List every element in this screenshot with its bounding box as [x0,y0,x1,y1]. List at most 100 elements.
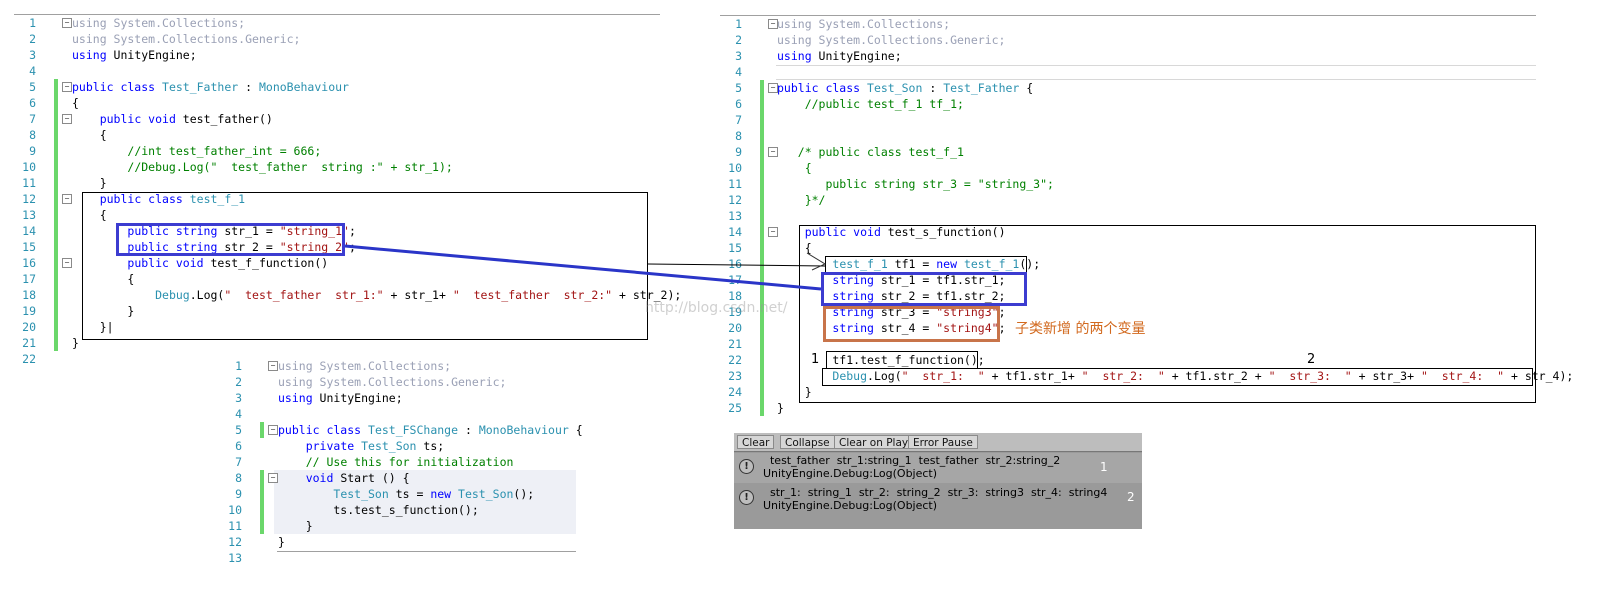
log-entry[interactable]: ! test_father str_1:string_1 test_father… [734,453,1142,483]
code-line[interactable]: 22 tf1.test_f_function(); [720,352,1536,368]
code-line[interactable]: 12} [220,534,576,550]
code-line[interactable]: 10 ts.test_s_function(); [220,502,576,518]
code-token: test_f_1 [832,257,888,271]
code-line[interactable]: 8 { [14,127,660,143]
code-line[interactable]: 4 [720,64,1536,80]
code-line[interactable]: 18 string str_2 = tf1.str_2; [720,288,1536,304]
line-number: 2 [735,33,742,47]
code-text: public class Test_Father : MonoBehaviour [72,79,349,95]
code-token: : [922,81,944,95]
line-number: 13 [22,208,36,222]
code-text: } [72,335,79,351]
clear-on-play-button[interactable]: Clear on Play [834,435,914,449]
code-text: } [278,534,285,550]
code-token: str_1 = [217,224,280,238]
fold-toggle-icon[interactable]: − [768,227,778,237]
code-line[interactable]: 11 } [14,175,660,191]
constructor-highlight-box [825,256,1027,273]
code-line[interactable]: 22 [14,351,660,367]
code-token: Debug [155,288,190,302]
code-line[interactable]: 4 [220,406,576,422]
code-token: } [72,176,107,190]
code-line[interactable]: 4 [14,63,660,79]
code-line[interactable]: 7 // Use this for initialization [220,454,576,470]
code-token: test_f_1 [189,192,246,206]
code-line[interactable]: 21} [14,335,660,351]
code-line[interactable]: 18 Debug.Log(" test_father str_1:" + str… [14,287,681,303]
fold-toggle-icon[interactable]: − [768,147,778,157]
code-line[interactable]: 24 } [720,384,1536,400]
fold-toggle-icon[interactable]: − [268,425,278,435]
code-line[interactable]: 6 //public test_f_1 tf_1; [720,96,1536,112]
collapse-button[interactable]: Collapse [780,435,835,449]
code-token: { [568,423,583,437]
code-line[interactable]: 16 public void test_f_function() [14,255,660,271]
code-line[interactable]: 11 } [220,518,576,534]
line-number: 16 [22,256,36,270]
code-line[interactable]: 13 [720,208,1536,224]
fold-toggle-icon[interactable]: − [768,83,778,93]
code-line[interactable]: 9 /* public class test_f_1 [720,144,1536,160]
code-text: } [72,303,134,319]
fold-toggle-icon[interactable]: − [62,194,72,204]
error-pause-button[interactable]: Error Pause [908,435,978,449]
code-line[interactable]: 10 //Debug.Log(" test_father string :" +… [14,159,660,175]
code-line[interactable]: 8 [720,128,1536,144]
code-line[interactable]: 10 { [720,160,1536,176]
code-token: str_2 = [217,240,280,254]
code-line[interactable]: 11 public string str_3 = "string_3"; [720,176,1536,192]
code-line[interactable]: 21 [720,336,1536,352]
code-line[interactable]: 14 public void test_s_function() [720,224,1536,240]
code-line[interactable]: 20 }| [14,319,660,335]
fold-toggle-icon[interactable]: − [268,473,278,483]
code-line[interactable]: 20 string str_4 = "string4"; [720,320,1536,336]
log-entry[interactable]: ! str_1: string_1 str_2: string_2 str_3:… [734,484,1142,514]
code-line[interactable]: 6 private Test_Son ts; [220,438,576,454]
fold-toggle-icon[interactable]: − [62,82,72,92]
code-line[interactable]: 17 string str_1 = tf1.str_1; [720,272,1536,288]
fold-toggle-icon[interactable]: − [268,361,278,371]
fold-toggle-icon[interactable]: − [62,18,72,28]
line-number: 22 [22,352,36,366]
code-line[interactable]: 13 { [14,207,660,223]
fold-toggle-icon[interactable]: − [768,19,778,29]
code-line[interactable]: 6{ [14,95,660,111]
code-line[interactable]: 8 void Start () { [220,470,576,486]
fold-toggle-icon[interactable]: − [62,258,72,268]
code-text: } [777,400,784,416]
code-line[interactable]: 9 //int test_father_int = 666; [14,143,660,159]
code-line[interactable]: 19 } [14,303,660,319]
code-line[interactable]: 12 }*/ [720,192,1536,208]
fold-toggle-icon[interactable]: − [62,114,72,124]
code-text: public class test_f_1 [72,191,245,207]
line-number: 14 [728,225,742,239]
code-line[interactable]: 15 public string str_2 = "string_2"; [14,239,660,255]
code-line[interactable]: 13 [220,550,576,566]
clear-button[interactable]: Clear [737,435,775,449]
code-line[interactable]: 17 { [14,271,660,287]
code-line[interactable]: 12 public class test_f_1 [14,191,660,207]
code-line[interactable]: 7 [720,112,1536,128]
code-token: /* public class test_f_1 [797,145,964,159]
line-number: 21 [22,336,36,350]
code-line[interactable]: 9 Test_Son ts = new Test_Son(); [220,486,576,502]
code-line[interactable]: 25} [720,400,1536,416]
code-line[interactable]: 23 Debug.Log(" str_1: " + tf1.str_1+ " s… [720,368,1573,384]
code-line[interactable]: 14 public string str_1 = "string_1"; [14,223,660,239]
code-line[interactable]: 7 public void test_father() [14,111,660,127]
